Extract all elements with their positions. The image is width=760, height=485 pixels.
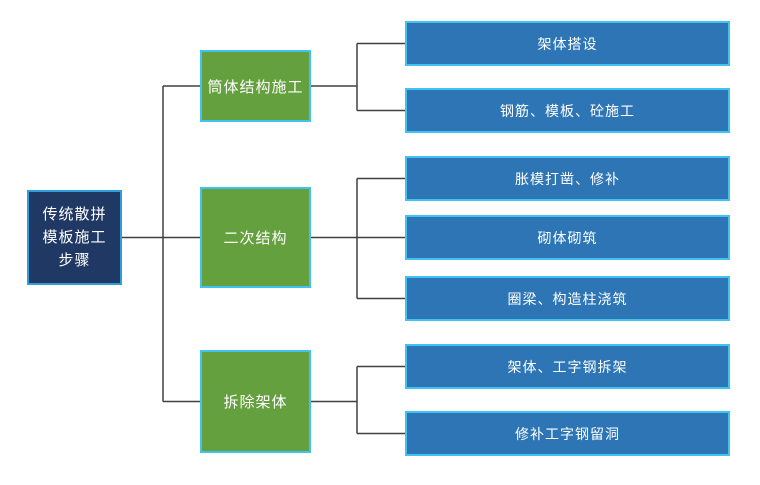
leaf-node-repair-ibeam-holes: 修补工字钢留洞 bbox=[405, 411, 730, 456]
root-node-traditional-formwork-steps: 传统散拼模板施工步骤 bbox=[27, 190, 122, 285]
leaf-node-rebar-formwork-concrete: 钢筋、模板、砼施工 bbox=[405, 88, 730, 133]
leaf-node-bulge-chisel-repair: 胀模打凿、修补 bbox=[405, 156, 730, 201]
leaf-node-scaffold-erection: 架体搭设 bbox=[405, 21, 730, 66]
branch-node-dismantle-scaffold: 拆除架体 bbox=[200, 350, 311, 453]
leaf-node-ring-beam-column-pouring: 圈梁、构造柱浇筑 bbox=[405, 276, 730, 321]
branch-node-secondary-structure: 二次结构 bbox=[200, 187, 311, 288]
leaf-node-masonry-laying: 砌体砌筑 bbox=[405, 215, 730, 260]
leaf-node-scaffold-ibeam-dismantle: 架体、工字钢拆架 bbox=[405, 344, 730, 389]
branch-node-cylinder-structure-construction: 筒体结构施工 bbox=[200, 50, 311, 122]
